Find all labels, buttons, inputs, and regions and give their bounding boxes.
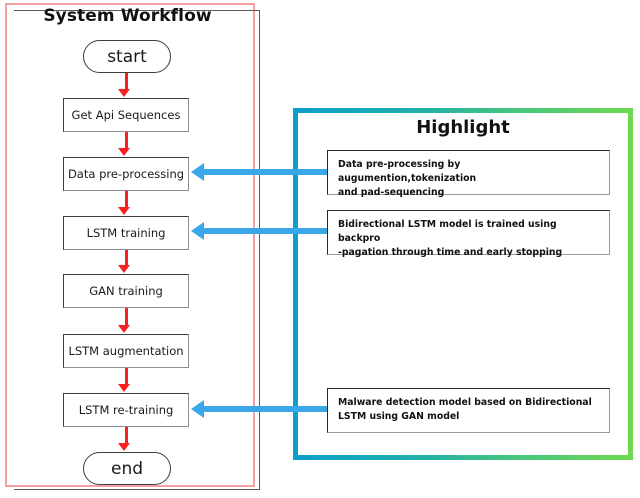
- highlight-box-malware-detection-line2: LSTM using GAN model: [338, 410, 460, 422]
- highlight-box-malware-detection-line1: Malware detection model based on Bidirec…: [338, 397, 592, 408]
- flow-node-get-api-sequences[interactable]: Get Api Sequences: [63, 98, 189, 132]
- callout-arrowhead-malware-detection: [191, 400, 204, 418]
- system-workflow-title: System Workflow: [43, 6, 212, 26]
- connector-gan-training-to-lstm-augmentation-arrowhead: [118, 325, 130, 333]
- flow-node-data-pre-processing[interactable]: Data pre-processing: [63, 157, 189, 191]
- connector-lstm-re-training-to-end-line: [124, 427, 128, 444]
- callout-arrowhead-bilstm-training: [191, 222, 204, 240]
- callout-arrowhead-data-preprocessing: [191, 163, 204, 181]
- highlight-box-data-preprocessing[interactable]: Data pre-processing by augumention,token…: [327, 150, 610, 198]
- highlight-box-bilstm-training-line2: -pagation through time and early stoppin…: [338, 246, 563, 258]
- flow-node-lstm-re-training[interactable]: LSTM re-training: [63, 393, 189, 427]
- highlight-box-bilstm-training-line1: Bidirectional LSTM model is trained usin…: [338, 219, 557, 244]
- flow-node-end[interactable]: end: [83, 452, 171, 485]
- connector-lstm-training-to-gan-training-arrowhead: [118, 265, 130, 273]
- connector-data-pre-processing-to-lstm-training-line: [124, 191, 128, 208]
- connector-lstm-augmentation-to-lstm-re-training-line: [124, 368, 128, 385]
- flow-node-gan-training[interactable]: GAN training: [63, 274, 189, 308]
- highlight-box-data-preprocessing-line2: and pad-sequencing: [338, 186, 445, 198]
- callout-line-malware-detection: [204, 406, 327, 412]
- callout-line-data-preprocessing: [204, 169, 327, 175]
- highlight-box-data-preprocessing-line1: Data pre-processing by augumention,token…: [338, 159, 477, 184]
- flow-node-lstm-training[interactable]: LSTM training: [63, 216, 189, 250]
- callout-line-bilstm-training: [204, 228, 327, 234]
- connector-gan-training-to-lstm-augmentation-line: [124, 308, 128, 326]
- connector-lstm-augmentation-to-lstm-re-training-arrowhead: [118, 384, 130, 392]
- highlight-box-bilstm-training[interactable]: Bidirectional LSTM model is trained usin…: [327, 210, 610, 258]
- connector-lstm-re-training-to-end-arrowhead: [118, 443, 130, 451]
- connector-lstm-training-to-gan-training-line: [124, 250, 128, 266]
- connector-start-to-get-api-sequences-arrowhead: [118, 89, 130, 97]
- highlight-panel-title: Highlight: [416, 117, 510, 138]
- flow-node-lstm-augmentation[interactable]: LSTM augmentation: [63, 334, 189, 368]
- connector-data-pre-processing-to-lstm-training-arrowhead: [118, 207, 130, 215]
- highlight-box-malware-detection[interactable]: Malware detection model based on Bidirec…: [327, 388, 610, 433]
- connector-get-api-to-data-pre-processing-arrowhead: [118, 148, 130, 156]
- connector-get-api-to-data-pre-processing-line: [124, 132, 128, 149]
- flow-node-start[interactable]: start: [83, 40, 171, 73]
- connector-start-to-get-api-sequences-line: [124, 73, 128, 90]
